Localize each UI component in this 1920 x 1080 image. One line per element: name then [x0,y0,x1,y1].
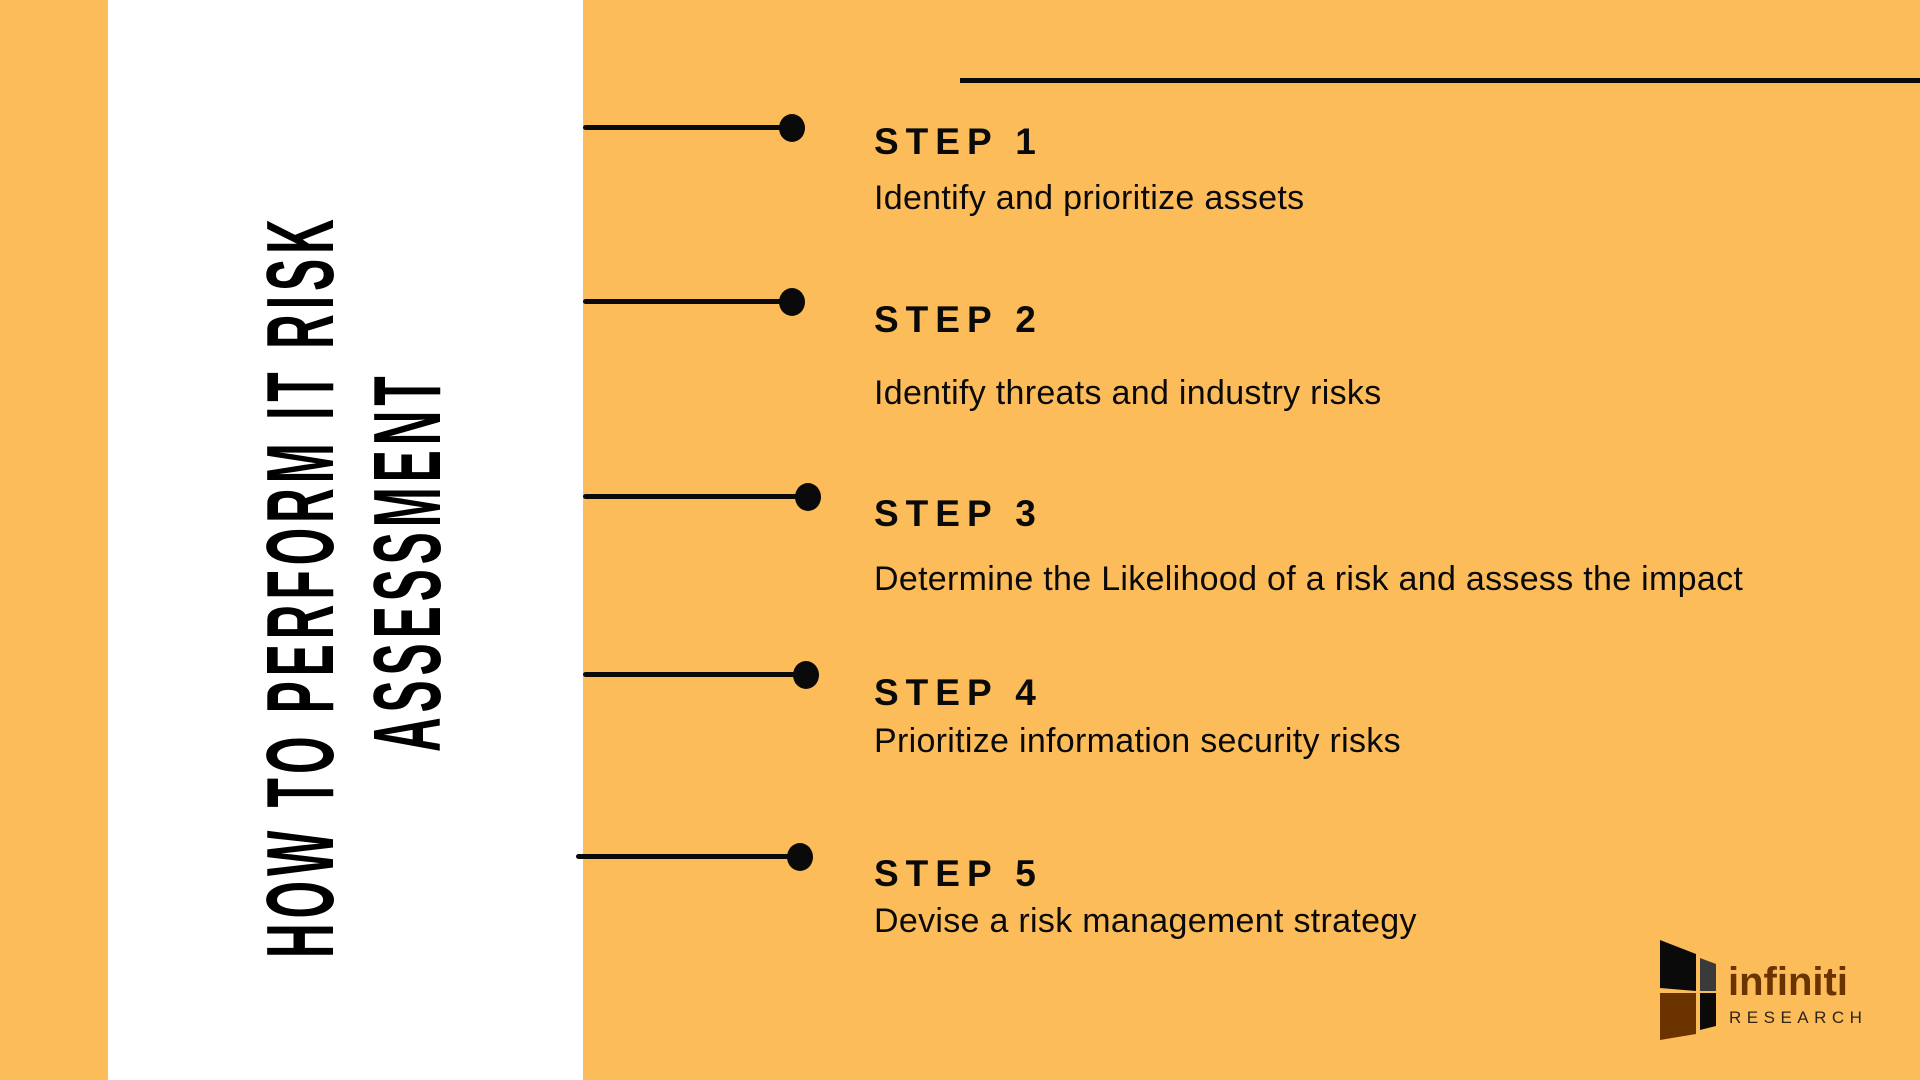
step-3-description: Determine the Likelihood of a risk and a… [874,560,1744,598]
step-5-bullet-dot [787,843,813,871]
step-2-description: Identify threats and industry risks [874,374,1382,412]
step-3-label: STEP 3 [874,493,1043,534]
infiniti-research-logo: infiniti RESEARCH [1656,936,1880,1046]
top-divider-line [960,78,1920,83]
step-2-label: STEP 2 [874,299,1043,340]
step-2-connector-line [583,299,793,304]
logo-wordmark: infiniti [1728,960,1848,1004]
left-accent-strip [0,0,108,1080]
step-4-label: STEP 4 [874,672,1043,713]
step-1-bullet-dot [779,114,805,142]
title-panel [108,0,583,1080]
step-1-label: STEP 1 [874,121,1043,162]
step-5-description: Devise a risk management strategy [874,902,1417,940]
step-2-bullet-dot [779,288,805,316]
step-4-description: Prioritize information security risks [874,722,1401,760]
page-title-line-1: How to perform IT risk [247,214,354,958]
step-3-bullet-dot [795,483,821,511]
window-panes-icon [1660,940,1716,1040]
step-4-connector-line [583,672,805,677]
step-5-connector-line [576,854,801,859]
step-1-description: Identify and prioritize assets [874,179,1305,217]
page-title-line-2: assessment [354,371,461,752]
logo-subtitle: RESEARCH [1729,1008,1868,1027]
step-3-connector-line [583,494,808,499]
step-5-label: STEP 5 [874,853,1043,894]
step-1-connector-line [583,125,793,130]
step-4-bullet-dot [793,661,819,689]
